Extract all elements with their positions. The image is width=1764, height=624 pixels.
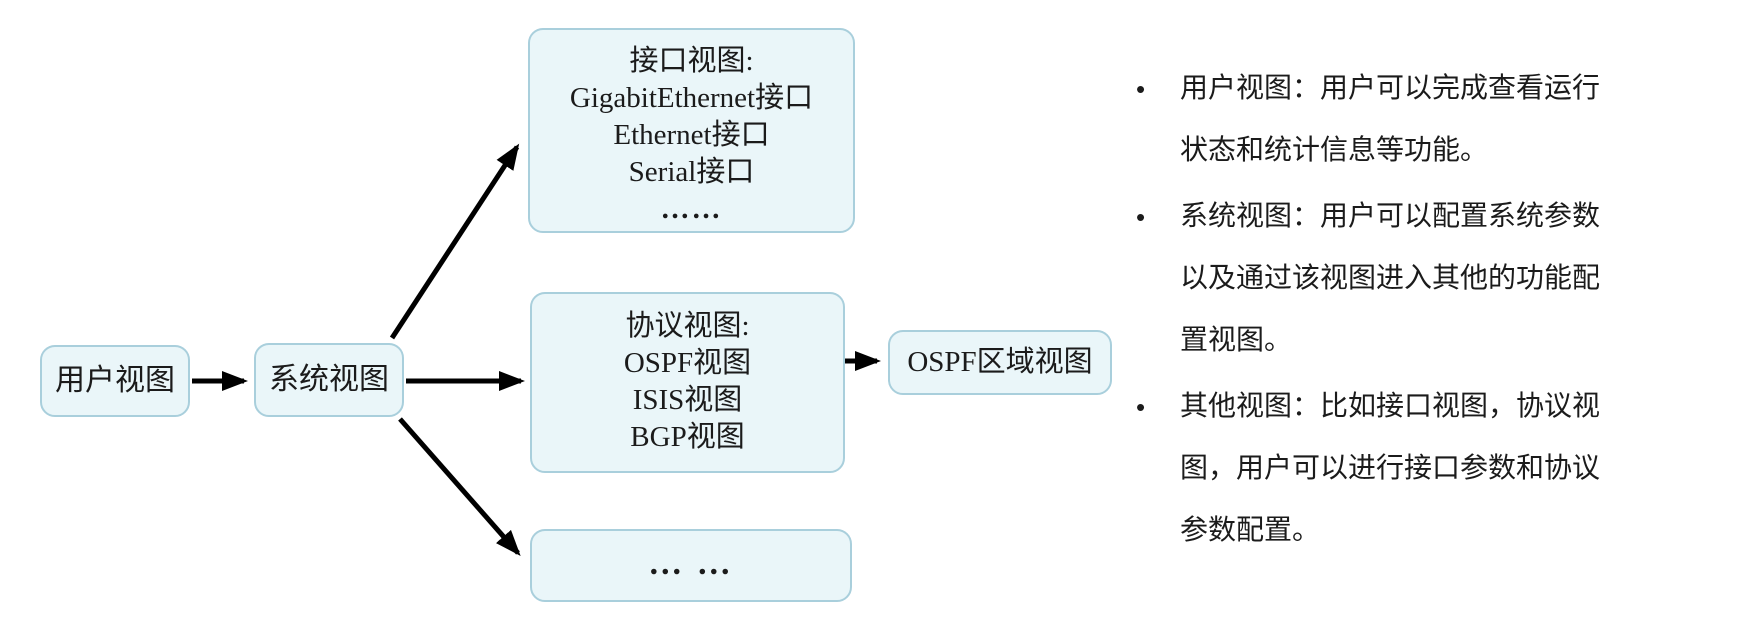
note-line: 置视图。 — [1180, 325, 1293, 356]
note-line: 用户视图：用户可以完成查看运行 — [1180, 73, 1601, 104]
note-other-views: • 其他视图：比如接口视图，协议视 图，用户可以进行接口参数和协议 参数配置。 — [1128, 376, 1728, 562]
notes-panel: • 用户视图：用户可以完成查看运行 状态和统计信息等功能。 • 系统视图：用户可… — [1128, 58, 1728, 566]
ospf-area-view-label: OSPF区域视图 — [907, 346, 1093, 378]
system-view-label: 系统视图 — [269, 363, 389, 396]
other-views-label: … … — [648, 545, 734, 582]
interface-view-line: GigabitEthernet接口 — [569, 82, 814, 114]
bullet-icon: • — [1136, 74, 1146, 104]
protocol-view-line-isis: ISIS视图 — [632, 384, 743, 416]
bullet-icon: • — [1136, 202, 1146, 232]
note-user-view: • 用户视图：用户可以完成查看运行 状态和统计信息等功能。 — [1128, 58, 1728, 182]
interface-view-title: 接口视图: — [629, 45, 754, 77]
interface-view-box: 接口视图: GigabitEthernet接口 Ethernet接口 Seria… — [528, 28, 855, 233]
interface-view-line: Ethernet接口 — [613, 119, 770, 151]
interface-view-line: Serial接口 — [628, 156, 755, 188]
other-views-box: … … — [530, 529, 852, 602]
ospf-area-view-box: OSPF区域视图 — [888, 330, 1112, 395]
bullet-icon: • — [1136, 392, 1146, 422]
arrow-system-to-interface — [389, 143, 520, 340]
note-line: 系统视图：用户可以配置系统参数 — [1180, 201, 1601, 232]
protocol-view-title: 协议视图: — [625, 310, 750, 342]
protocol-view-line-ospf: OSPF视图 — [623, 347, 752, 379]
interface-view-ellipsis: …… — [660, 193, 723, 225]
note-line: 参数配置。 — [1180, 515, 1321, 546]
note-line: 以及通过该视图进入其他的功能配 — [1180, 263, 1601, 294]
protocol-view-line-bgp: BGP视图 — [630, 421, 745, 453]
protocol-view-box: 协议视图: OSPF视图 ISIS视图 BGP视图 — [530, 292, 845, 473]
user-view-box: 用户视图 — [40, 345, 190, 417]
note-line: 图，用户可以进行接口参数和协议 — [1180, 453, 1601, 484]
user-view-label: 用户视图 — [55, 364, 175, 397]
system-view-box: 系统视图 — [254, 343, 404, 417]
note-line: 状态和统计信息等功能。 — [1180, 135, 1489, 166]
arrow-system-to-other — [398, 417, 521, 557]
note-line: 其他视图：比如接口视图，协议视 — [1180, 391, 1601, 422]
note-system-view: • 系统视图：用户可以配置系统参数 以及通过该视图进入其他的功能配 置视图。 — [1128, 186, 1728, 372]
